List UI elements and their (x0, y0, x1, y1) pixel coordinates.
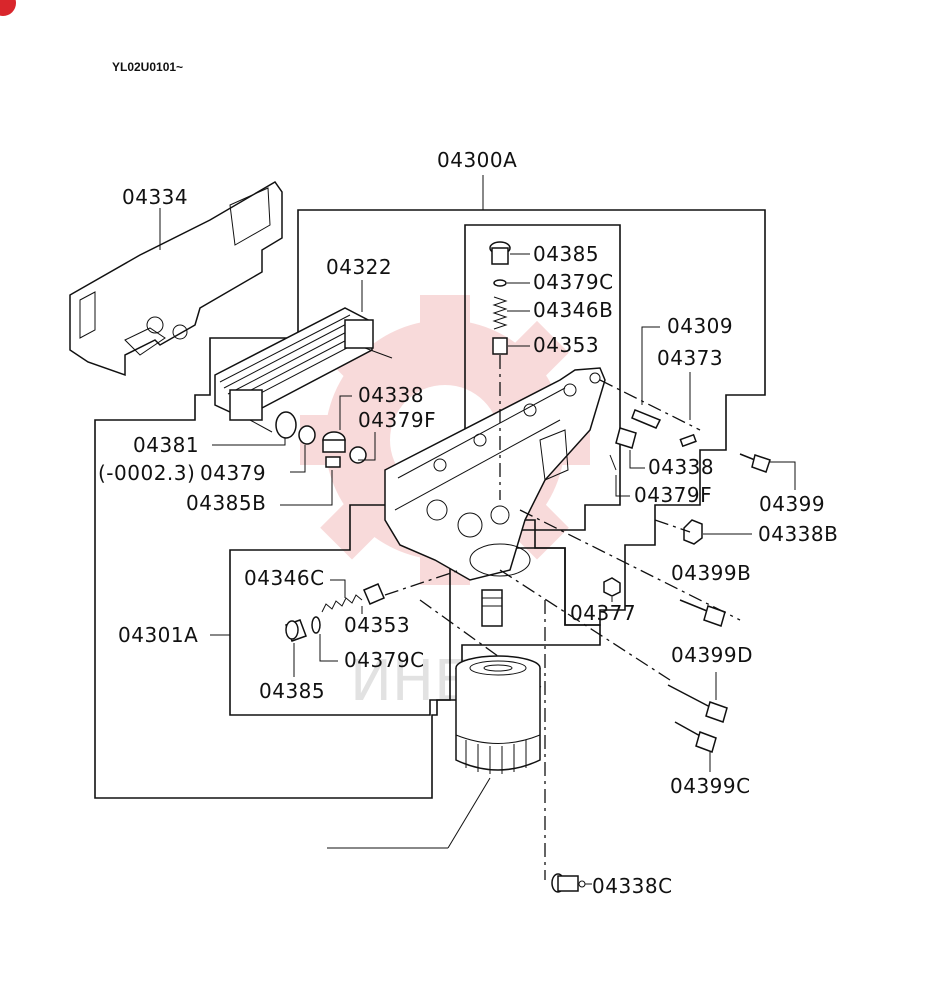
centerline-1 (599, 379, 701, 431)
o-ring-04381 (275, 411, 297, 439)
label-04385-bottom: 04385 (259, 679, 325, 703)
plug-04338-right (615, 427, 637, 449)
label-04379: 04379 (200, 461, 266, 485)
plug-04338-left (322, 431, 346, 453)
label-04301A: 04301A (118, 623, 198, 647)
oil-cooler-04322 (214, 307, 393, 433)
plug-04385B (325, 456, 341, 468)
centerline-2 (519, 509, 741, 621)
nut-04377 (603, 577, 621, 597)
valve-04353-top (492, 337, 508, 355)
label-04338B: 04338B (758, 522, 838, 546)
label-04353-top: 04353 (533, 333, 599, 357)
pin-04309 (631, 409, 662, 429)
bolt-04373 (679, 433, 697, 448)
gasket-04334 (69, 181, 283, 377)
label-04377: 04377 (570, 601, 636, 625)
plug-04385-bottom (285, 619, 307, 642)
label-04385-top: 04385 (533, 242, 599, 266)
label-04353-bottom: 04353 (344, 613, 410, 637)
spring-04346B (492, 296, 508, 330)
label-04399: 04399 (759, 492, 825, 516)
bolt-04399C (674, 721, 717, 753)
label-04379C-bottom: 04379C (344, 648, 425, 672)
nut-04338B (683, 519, 703, 545)
bolt-04399D (667, 684, 728, 723)
o-ring-04379 (298, 425, 316, 445)
label-04338-left: 04338 (358, 383, 424, 407)
label-04309: 04309 (667, 314, 733, 338)
label-04373: 04373 (657, 346, 723, 370)
spring-04346C (321, 594, 363, 613)
oil-filter-ref (455, 655, 541, 774)
o-ring-04379C-top (493, 279, 507, 287)
label-04338C: 04338C (592, 874, 673, 898)
label-04399D: 04399D (671, 643, 753, 667)
o-ring-04379F-right (609, 454, 617, 471)
label-04385B: 04385B (186, 491, 266, 515)
plug-04385-top (489, 241, 511, 265)
label-04379F-right: 04379F (634, 483, 712, 507)
bolt-04399 (739, 453, 771, 473)
serial-number: YL02U0101~ (112, 60, 183, 74)
label-04346B: 04346B (533, 298, 613, 322)
bolt-04399B (679, 599, 726, 627)
label-04379C-top: 04379C (533, 270, 614, 294)
label-04381: 04381 (133, 433, 199, 457)
centerline-3 (499, 569, 671, 681)
filter-housing (384, 367, 606, 581)
label-04338-right: 04338 (648, 455, 714, 479)
label-04322: 04322 (326, 255, 392, 279)
label-04399B: 04399B (671, 561, 751, 585)
centerline-6 (654, 519, 691, 533)
o-ring-04379F-left (349, 446, 367, 464)
corner-badge (0, 0, 16, 16)
label-04346C: 04346C (244, 566, 325, 590)
plug-04338C (551, 873, 586, 893)
label-04300A: 04300A (437, 148, 517, 172)
o-ring-04379C-bottom (311, 616, 321, 634)
valve-04353-bottom (363, 583, 385, 605)
label-04334: 04334 (122, 185, 188, 209)
assembly-outline (94, 209, 766, 799)
label-04379-note: (-0002.3) (98, 461, 195, 485)
label-04379F-left: 04379F (358, 408, 436, 432)
label-04399C: 04399C (670, 774, 751, 798)
valve-sleeve (481, 589, 503, 627)
